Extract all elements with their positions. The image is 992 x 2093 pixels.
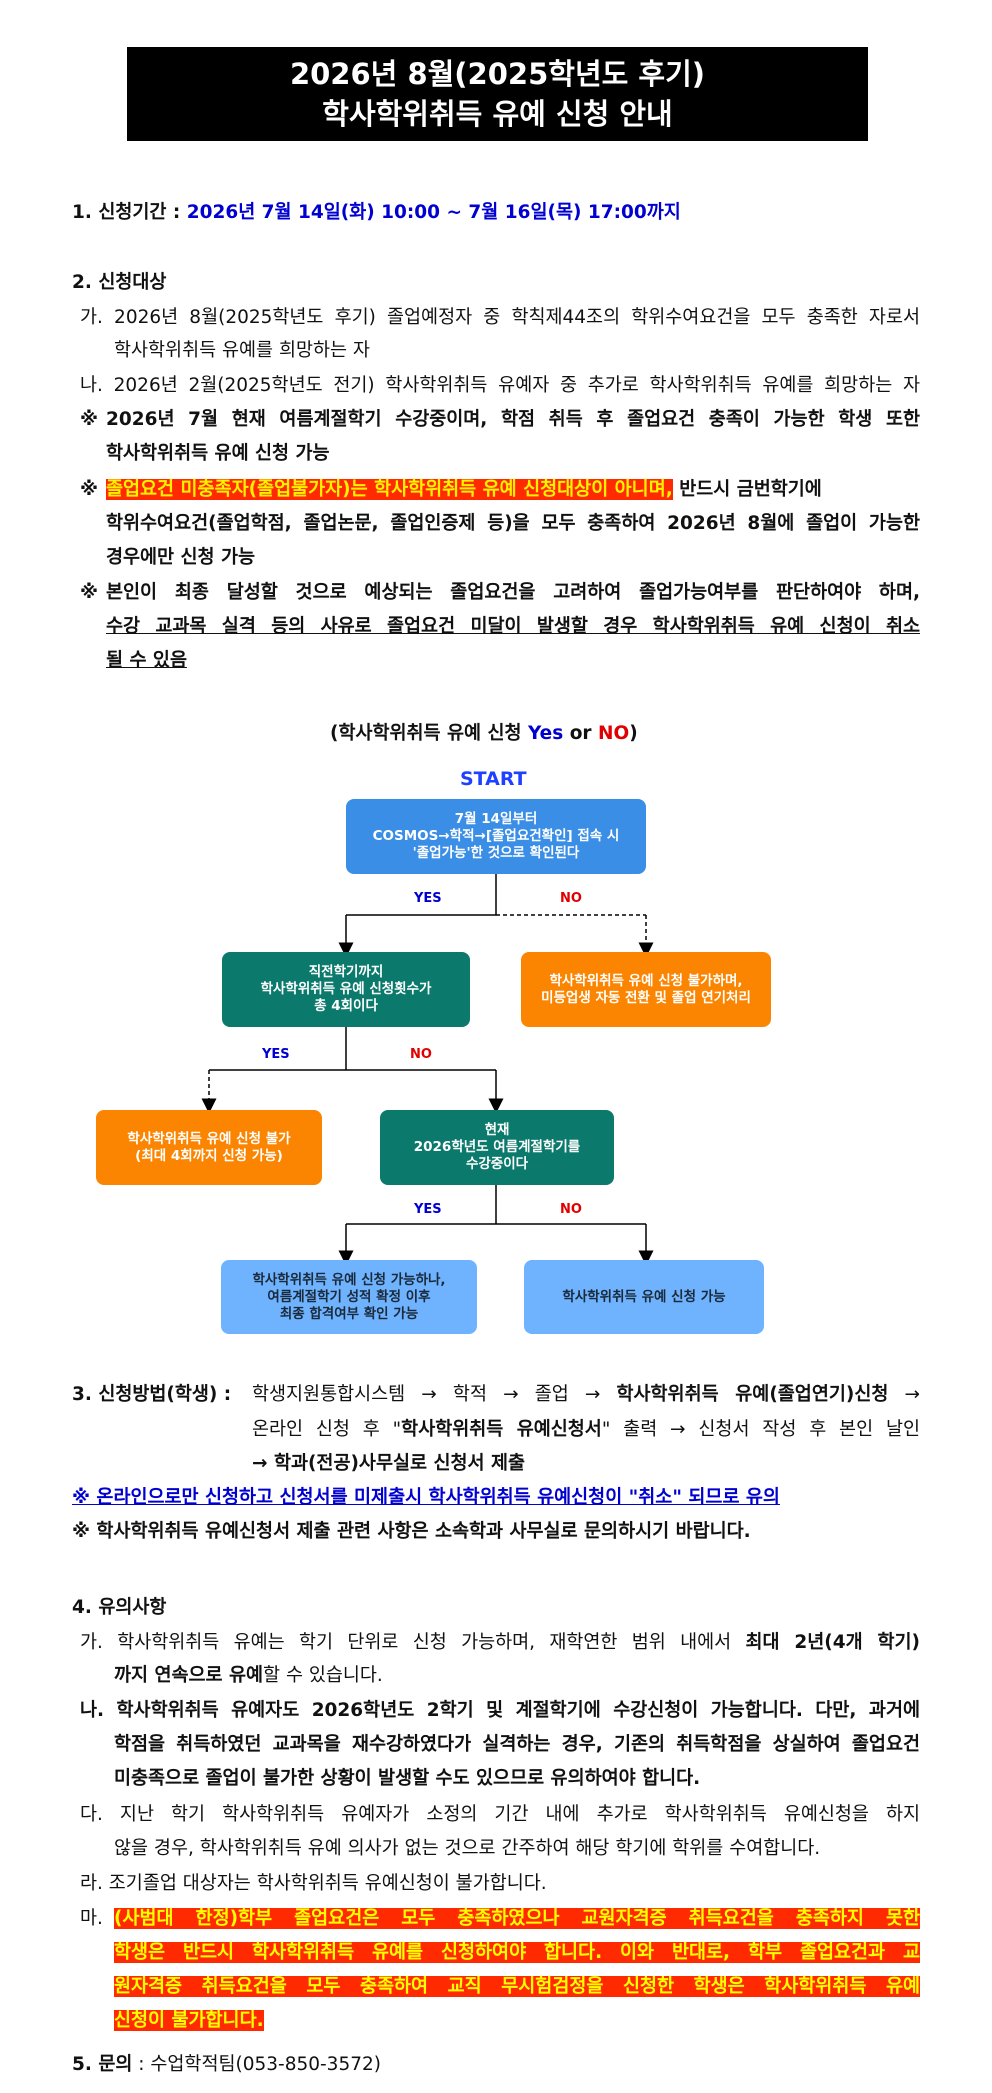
caption-yes: Yes <box>527 723 564 744</box>
section-4-ga-l2-a: 까지 연속으로 유예 <box>114 1665 264 1686</box>
note-1-line1: 2026년 7월 현재 여름계절학기 수강중이며, 학점 취득 후 졸업요건 충… <box>106 409 920 430</box>
section-5: 5. 문의 : 수업학적팀(053-850-3572) <box>72 2052 381 2078</box>
caption-post: ) <box>629 723 638 744</box>
note-2-rest: 반드시 금번학기에 <box>672 479 822 500</box>
note-2-highlight: 졸업요건 미충족자(졸업불가자)는 학사학위취득 유예 신청대상이 아니며, <box>106 479 673 500</box>
ma-line1-text: (사범대 한정)학부 졸업요건은 모두 충족하였으나 교원자격증 취득요건을 충… <box>114 1908 920 1929</box>
caption-or: or <box>563 723 598 744</box>
note-2-line1: 졸업요건 미충족자(졸업불가자)는 학사학위취득 유예 신청대상이 아니며, 반… <box>106 477 920 503</box>
note-3-line2: 수강 교과목 실격 등의 사유로 졸업요건 미달이 발생할 경우 학사학위취득 … <box>106 616 920 637</box>
section-4-da-line1: 다. 지난 학기 학사학위취득 유예자가 소정의 기간 내에 추가로 학사학위취… <box>80 1804 920 1825</box>
flow-box-summer-session: 현재 2026학년도 여름계절학기를 수강중이다 <box>380 1110 614 1185</box>
note-2-line2: 학위수여요건(졸업학점, 졸업논문, 졸업인증제 등)을 모두 충족하여 202… <box>106 513 920 534</box>
section-4-ga-line1: 가. 학사학위취득 유예는 학기 단위로 신청 가능하며, 재학연한 범위 내에… <box>80 1630 920 1656</box>
section-4-ma-line1: (사범대 한정)학부 졸업요건은 모두 충족하였으나 교원자격증 취득요건을 충… <box>114 1906 920 1932</box>
section-3-line3: → 학과(전공)사무실로 신청서 제출 <box>252 1453 525 1474</box>
section-3-note-1: ※ 온라인으로만 신청하고 신청서를 미제출시 학사학위취득 유예신청이 "취소… <box>72 1487 780 1508</box>
flow-box-graduation-check: 7월 14일부터 COSMOS→학적→[졸업요건확인] 접속 시 '졸업가능'한… <box>346 799 646 874</box>
section-1: 1. 신청기간 : 2026년 7월 14일(화) 10:00 ~ 7월 16일… <box>72 200 681 226</box>
ma-line4-text: 신청이 불가합니다. <box>114 2010 264 2031</box>
note-1-mark: ※ <box>80 409 98 430</box>
section-4-ga-l2-b: 할 수 있습니다. <box>263 1665 383 1686</box>
flow-yes-3: YES <box>414 1202 442 1217</box>
section-5-label: 5. 문의 <box>72 2054 133 2075</box>
flow-yes-1: YES <box>414 891 442 906</box>
title-line-1: 2026년 8월(2025학년도 후기) <box>289 57 706 91</box>
flowchart-start: START <box>460 768 527 790</box>
flow-no-3: NO <box>560 1202 582 1217</box>
caption-no: NO <box>597 723 630 744</box>
caption-pre: (학사학위취득 유예 신청 <box>330 723 528 744</box>
section-2-ga-line1: 가. 2026년 8월(2025학년도 후기) 졸업예정자 중 학칙제44조의 … <box>80 307 920 328</box>
section-4-ma-line4: 신청이 불가합니다. <box>114 2008 264 2034</box>
page-title: 2026년 8월(2025학년도 후기) 학사학위취득 유예 신청 안내 <box>127 47 868 141</box>
section-4-na-line2: 학점을 취득하였던 교과목을 재수강하였다가 실격하는 경우, 기존의 취득학점… <box>114 1734 920 1755</box>
section-4-ga-l1-a: 가. 학사학위취득 유예는 학기 단위로 신청 가능하며, 재학연한 범위 내에… <box>80 1632 746 1653</box>
flow-box-eligible-pending: 학사학위취득 유예 신청 가능하나, 여름계절학기 성적 확정 이후 최종 합격… <box>221 1260 477 1334</box>
flow-box-not-eligible: 학사학위취득 유예 신청 불가하며, 미등업생 자동 전환 및 졸업 연기처리 <box>521 952 771 1027</box>
note-3-mark: ※ <box>80 582 98 603</box>
section-3-l1-c: → <box>888 1384 920 1405</box>
section-2-na: 나. 2026년 2월(2025학년도 전기) 학사학위취득 유예자 중 추가로… <box>80 375 920 396</box>
flow-box-max-4: 학사학위취득 유예 신청 불가 (최대 4회까지 신청 가능) <box>96 1110 322 1185</box>
section-3-l1-b: 학사학위취득 유예(졸업연기)신청 <box>616 1384 889 1405</box>
section-4-na-line3: 미충족으로 졸업이 불가한 상황이 발생할 수도 있으므로 유의하여야 합니다. <box>114 1768 701 1789</box>
section-4-ga-l1-b: 최대 2년(4개 학기) <box>745 1632 920 1653</box>
section-3-note-2: ※ 학사학위취득 유예신청서 제출 관련 사항은 소속학과 사무실로 문의하시기… <box>72 1521 751 1542</box>
section-4-heading: 4. 유의사항 <box>72 1597 167 1618</box>
flowchart-connectors <box>201 874 654 1266</box>
contact-info: : 수업학적팀(053-850-3572) <box>132 2054 381 2075</box>
section-2-ga-line2: 학사학위취득 유예를 희망하는 자 <box>114 340 370 361</box>
flow-no-2: NO <box>410 1047 432 1062</box>
section-4-ga-line2: 까지 연속으로 유예할 수 있습니다. <box>114 1663 383 1689</box>
note-2-line3: 경우에만 신청 가능 <box>106 547 256 568</box>
note-2-mark: ※ <box>80 479 98 500</box>
section-3-l2-a: 온라인 신청 후 " <box>252 1419 402 1440</box>
section-4-ma-line2: 학생은 반드시 학사학위취득 유예를 신청하여야 합니다. 이와 반대로, 학부… <box>114 1940 920 1966</box>
section-3-l2-c: " 출력 → 신청서 작성 후 본인 날인 <box>601 1419 920 1440</box>
note-3-line1: 본인이 최종 달성할 것으로 예상되는 졸업요건을 고려하여 졸업가능여부를 판… <box>106 582 920 603</box>
section-3-l2-b: 학사학위취득 유예신청서 <box>401 1419 602 1440</box>
flow-box-eligible: 학사학위취득 유예 신청 가능 <box>524 1260 764 1334</box>
ma-line3-text: 원자격증 취득요건을 모두 충족하여 교직 무시험검정을 신청한 학생은 학사학… <box>114 1976 920 1997</box>
title-line-2: 학사학위취득 유예 신청 안내 <box>322 97 673 131</box>
section-4-ra: 라. 조기졸업 대상자는 학사학위취득 유예신청이 불가합니다. <box>80 1873 547 1894</box>
flow-no-1: NO <box>560 891 582 906</box>
section-4-da-line2: 않을 경우, 학사학위취득 유예 의사가 없는 것으로 간주하여 해당 학기에 … <box>114 1838 821 1859</box>
flowchart-caption: (학사학위취득 유예 신청 Yes or NO) <box>330 721 638 747</box>
section-3-label: 3. 신청방법(학생) : <box>72 1384 232 1405</box>
note-1-line2: 학사학위취득 유예 신청 가능 <box>106 443 330 464</box>
flow-box-four-times: 직전학기까지 학사학위취득 유예 신청횟수가 총 4회이다 <box>222 952 470 1027</box>
section-3-line1: 학생지원통합시스템 → 학적 → 졸업 → 학사학위취득 유예(졸업연기)신청 … <box>252 1382 920 1408</box>
section-4-ma-line3: 원자격증 취득요건을 모두 충족하여 교직 무시험검정을 신청한 학생은 학사학… <box>114 1974 920 2000</box>
ma-line2-text: 학생은 반드시 학사학위취득 유예를 신청하여야 합니다. 이와 반대로, 학부… <box>114 1942 920 1963</box>
section-3-line2: 온라인 신청 후 "학사학위취득 유예신청서" 출력 → 신청서 작성 후 본인… <box>252 1417 920 1443</box>
section-1-label: 1. 신청기간 : <box>72 202 181 223</box>
section-2-heading: 2. 신청대상 <box>72 272 167 293</box>
flow-yes-2: YES <box>262 1047 290 1062</box>
note-3-line3: 될 수 있음 <box>106 650 187 671</box>
section-3-l1-a: 학생지원통합시스템 → 학적 → 졸업 → <box>252 1384 617 1405</box>
section-4-ma-label: 마. <box>80 1908 103 1929</box>
section-4-na-line1: 나. 학사학위취득 유예자도 2026학년도 2학기 및 계절학기에 수강신청이… <box>80 1700 920 1721</box>
application-period: 2026년 7월 14일(화) 10:00 ~ 7월 16일(목) 17:00까… <box>186 202 681 223</box>
